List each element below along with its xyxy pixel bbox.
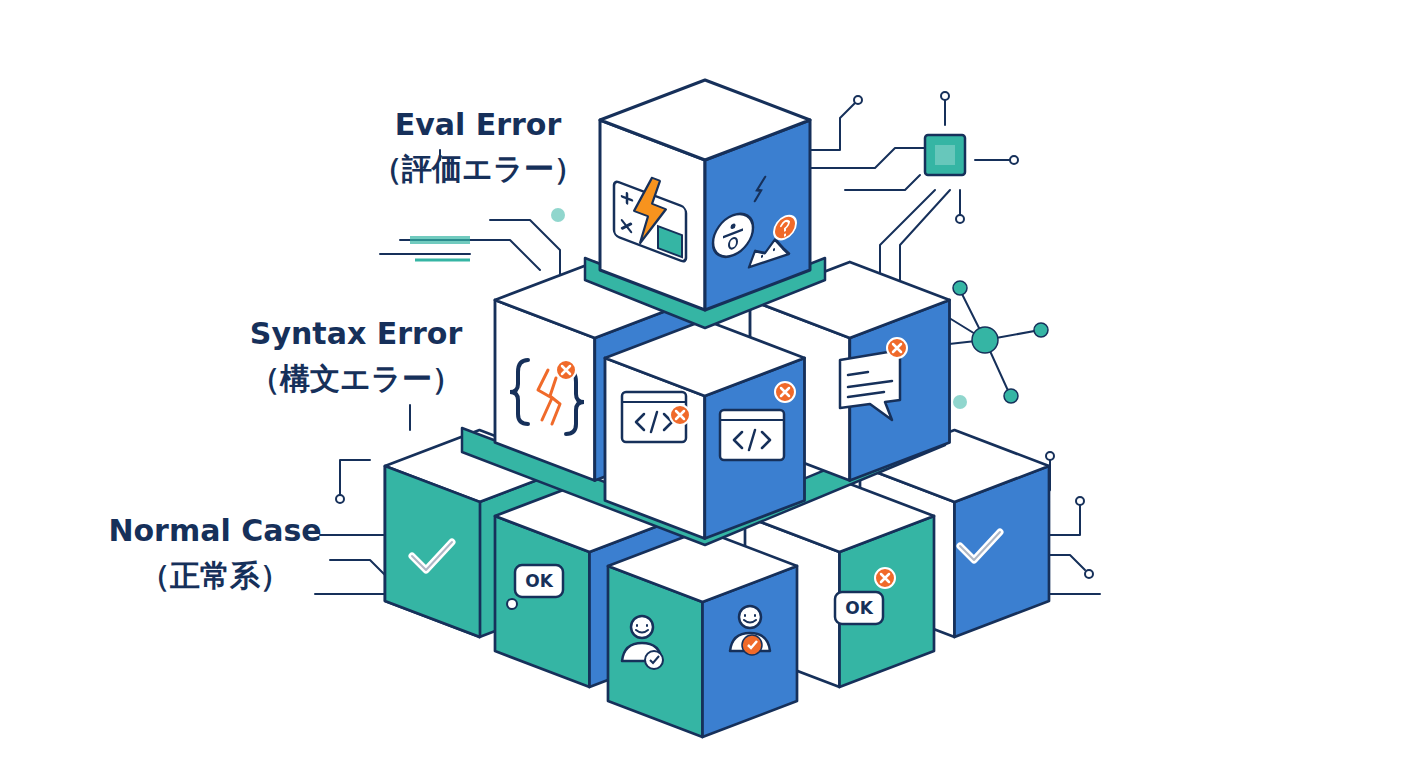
tier-label: （構文エラー） [250, 362, 462, 395]
tier-label: （正常系） [140, 559, 290, 592]
tier-label: Eval Error [395, 108, 562, 141]
tier-label: Normal Case [108, 514, 321, 547]
tier-label: （評価エラー） [372, 152, 584, 185]
tier-label: Syntax Error [250, 317, 462, 350]
ok-bubble-text: OK [525, 572, 553, 591]
ok-bubble-text: OK [845, 599, 873, 618]
